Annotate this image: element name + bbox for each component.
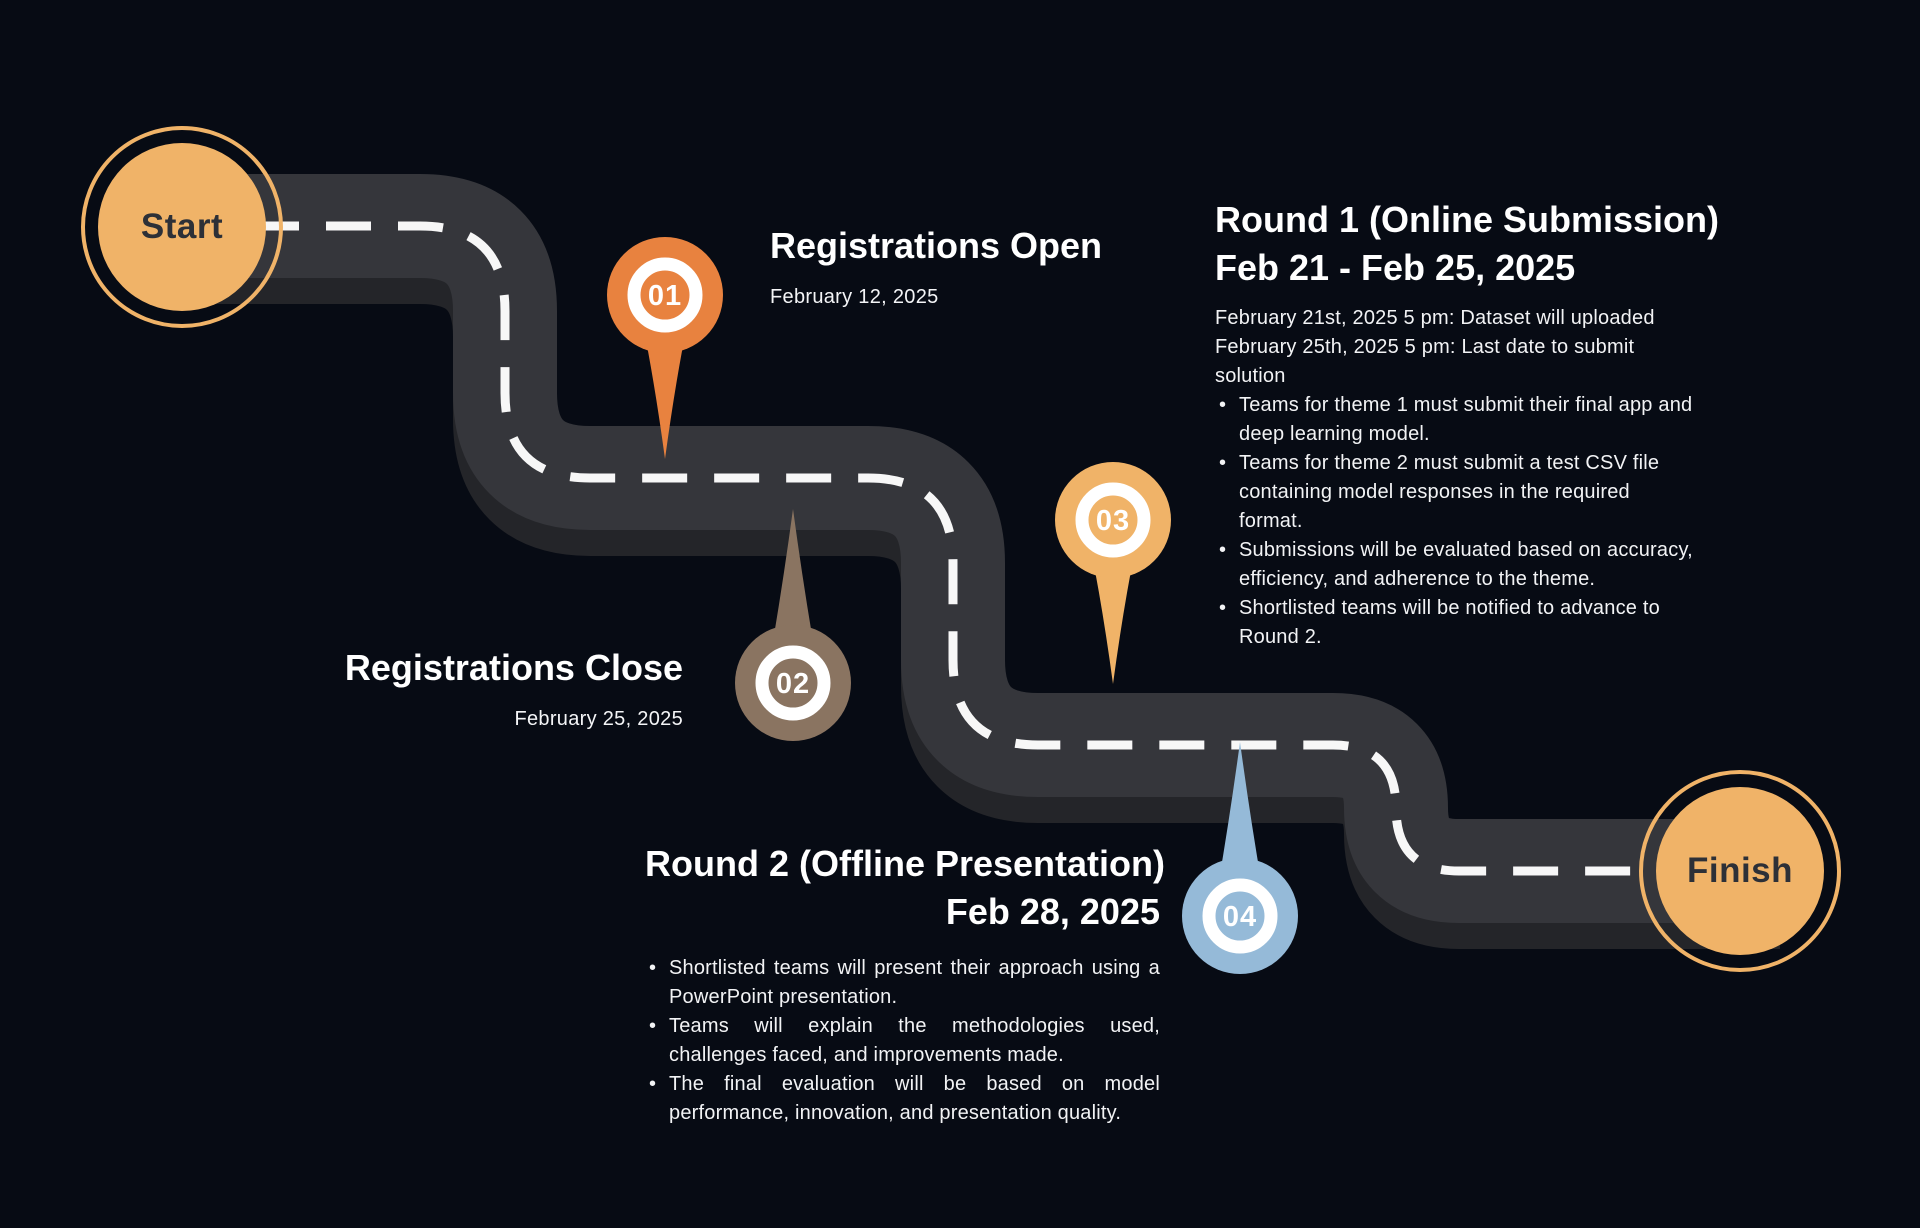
registrations-open-title: Registrations Open (770, 225, 1103, 266)
pin-circle (1055, 462, 1171, 578)
registrations-close-date: February 25, 2025 (514, 708, 683, 730)
finish-badge: Finish (1639, 770, 1841, 972)
milestone-pin-02: 02 (735, 509, 851, 741)
round2-block: Round 2 (Offline Presentation) Feb 28, 2… (645, 840, 1166, 1128)
pin-number: 03 (1096, 505, 1130, 537)
round1-block: Round 1 (Online Submission) Feb 21 - Feb… (1215, 196, 1775, 652)
pin-circle (735, 625, 851, 741)
start-badge-fill: Start (98, 143, 266, 311)
start-label: Start (140, 207, 224, 246)
round2-bullet: Teams will explain the methodologies use… (645, 1012, 1160, 1070)
round1-date-range: Feb 21 - Feb 25, 2025 (1215, 247, 1576, 288)
finish-badge-fill: Finish (1656, 787, 1824, 955)
pin-ring (1202, 878, 1278, 954)
milestone-pin-03: 03 (1055, 462, 1171, 684)
round1-bullet: Submissions will be evaluated based on a… (1215, 536, 1697, 594)
pin-ring (627, 257, 703, 333)
pin-number: 04 (1223, 901, 1257, 933)
registrations-close-block: Registrations Close February 25, 2025 (263, 646, 683, 732)
round1-bullet-list: Teams for theme 1 must submit their fina… (1215, 391, 1697, 652)
round1-bullet: Teams for theme 1 must submit their fina… (1215, 391, 1697, 449)
pin-circle (607, 237, 723, 353)
pin-ring (755, 645, 831, 721)
pin-tail (771, 509, 815, 653)
pin-tail (1218, 742, 1262, 886)
milestone-pin-04: 04 (1182, 742, 1298, 974)
round1-intro-line2: February 25th, 2025 5 pm: Last date to s… (1215, 336, 1635, 387)
pin-number: 02 (776, 668, 810, 700)
registrations-open-block: Registrations Open February 12, 2025 (770, 224, 1102, 310)
milestone-pin-01: 01 (607, 237, 723, 459)
finish-label: Finish (1686, 851, 1794, 890)
round2-title: Round 2 (Offline Presentation) (645, 843, 1166, 884)
pin-ring (1075, 482, 1151, 558)
round2-bullet-list: Shortlisted teams will present their app… (645, 954, 1160, 1128)
registrations-close-title: Registrations Close (344, 647, 683, 688)
round2-bullet: The final evaluation will be based on mo… (645, 1070, 1160, 1128)
start-badge: Start (81, 126, 283, 328)
round1-bullet: Shortlisted teams will be notified to ad… (1215, 594, 1697, 652)
pin-circle (1182, 858, 1298, 974)
round1-details: February 21st, 2025 5 pm: Dataset will u… (1215, 304, 1697, 652)
round1-title: Round 1 (Online Submission) (1215, 199, 1719, 240)
round2-date: Feb 28, 2025 (945, 891, 1160, 932)
round1-bullet: Teams for theme 2 must submit a test CSV… (1215, 449, 1697, 536)
registrations-open-date: February 12, 2025 (770, 286, 939, 308)
round2-bullet: Shortlisted teams will present their app… (645, 954, 1160, 1012)
pin-number: 01 (648, 280, 682, 312)
pin-tail (1091, 550, 1135, 684)
road-lane-marking (170, 221, 1780, 876)
round1-intro-line1: February 21st, 2025 5 pm: Dataset will u… (1215, 307, 1655, 329)
pin-tail (643, 325, 687, 459)
